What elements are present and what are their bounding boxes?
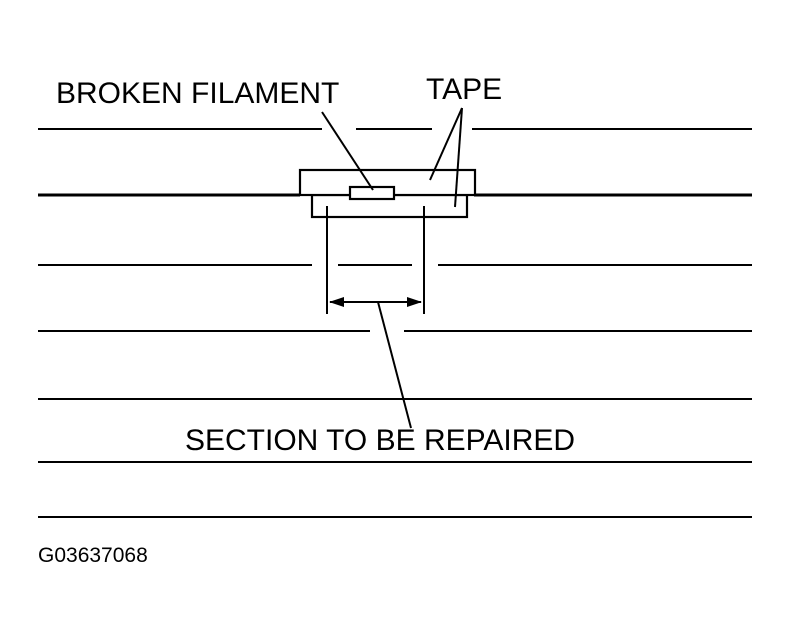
section-label: SECTION TO BE REPAIRED [185,424,575,457]
filament-lines [38,128,752,518]
dimension-arrow-left [329,297,344,307]
section-leader [377,301,412,429]
leader-lines [321,107,463,429]
broken-filament-label: BROKEN FILAMENT [56,77,339,110]
tape-leader-lower [454,107,463,208]
broken-filament-leader [321,111,374,191]
dimension-arrow-right [407,297,422,307]
figure-code: G03637068 [38,544,148,567]
section-dimension [326,206,425,314]
tape-label: TAPE [426,73,502,106]
tape-leader-upper [429,107,463,181]
